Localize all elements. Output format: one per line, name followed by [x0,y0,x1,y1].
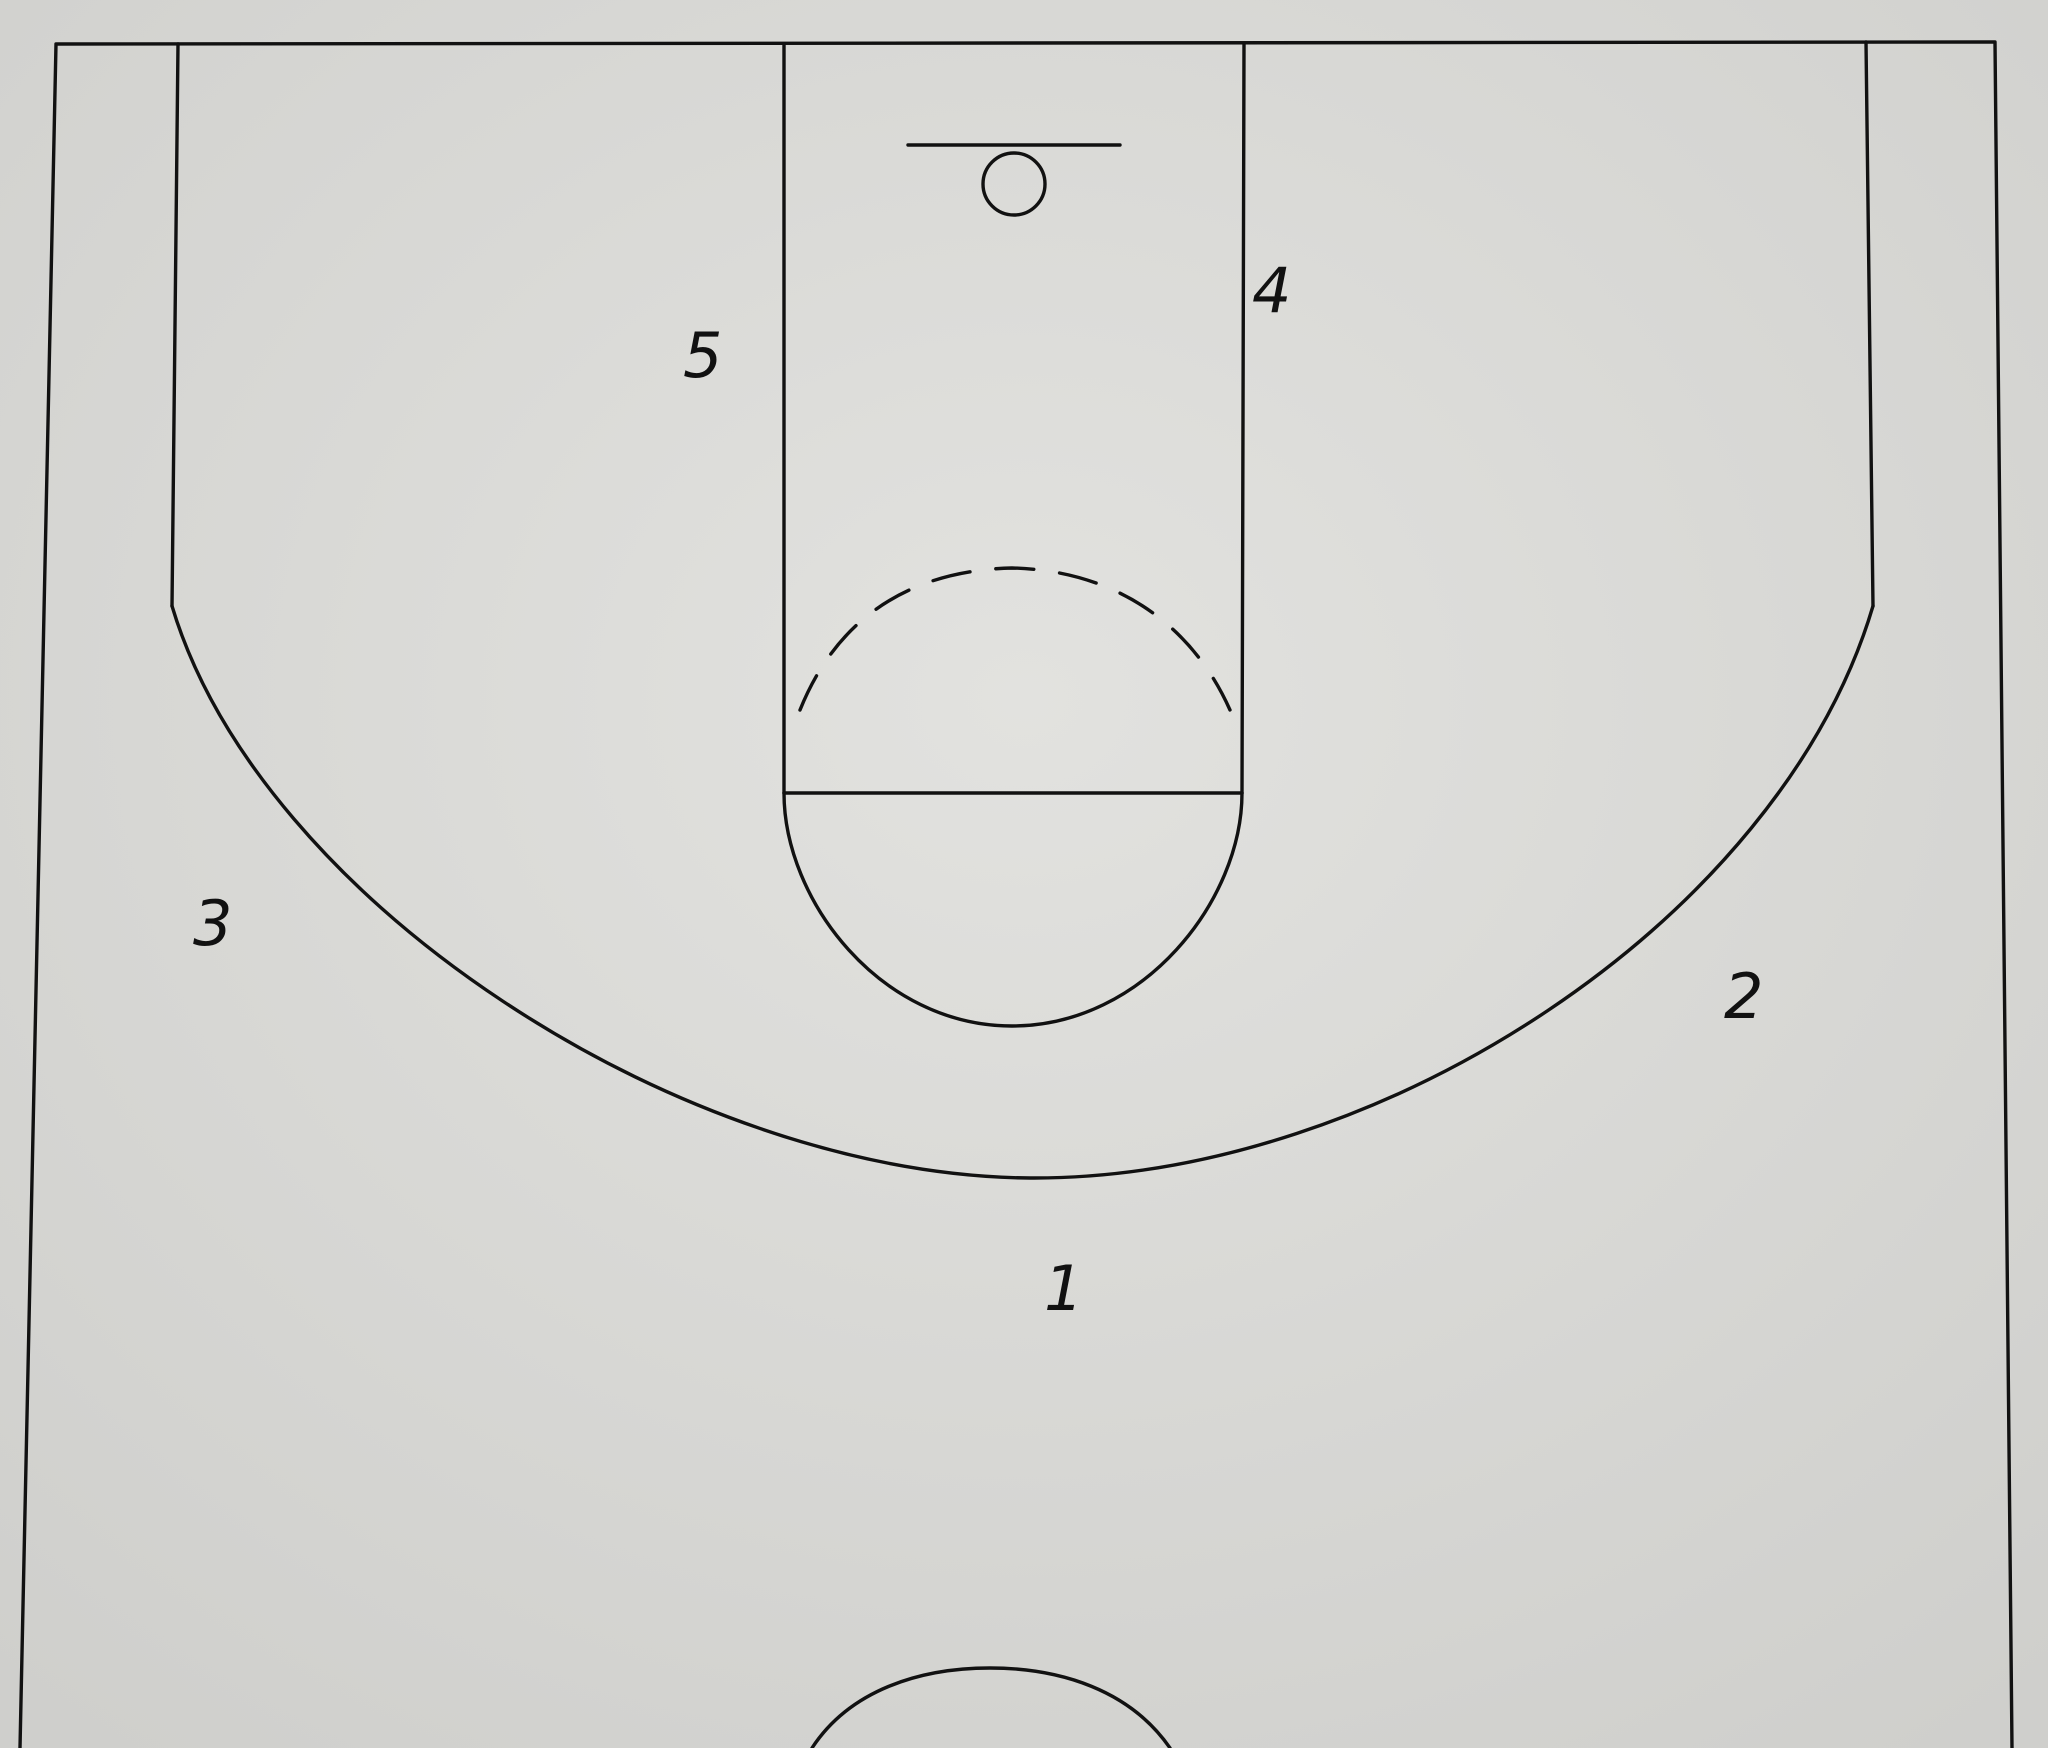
rim [981,151,1047,217]
three-point-arc [170,604,1875,1180]
center-circle-partial [810,1666,1172,1748]
three-point-corner-right [1864,40,1875,608]
three-point-corner-left [170,42,180,608]
position-label-3: 3 [193,887,232,960]
outer-boundary [18,40,2014,1748]
position-label-4: 4 [1252,254,1291,327]
position-label-2: 2 [1724,960,1763,1033]
free-throw-lane [782,42,1246,795]
free-throw-circle-top-dashed [798,566,1232,712]
position-label-5: 5 [683,319,722,392]
free-throw-circle-bottom [782,791,1244,1028]
position-label-1: 1 [1044,1252,1083,1325]
